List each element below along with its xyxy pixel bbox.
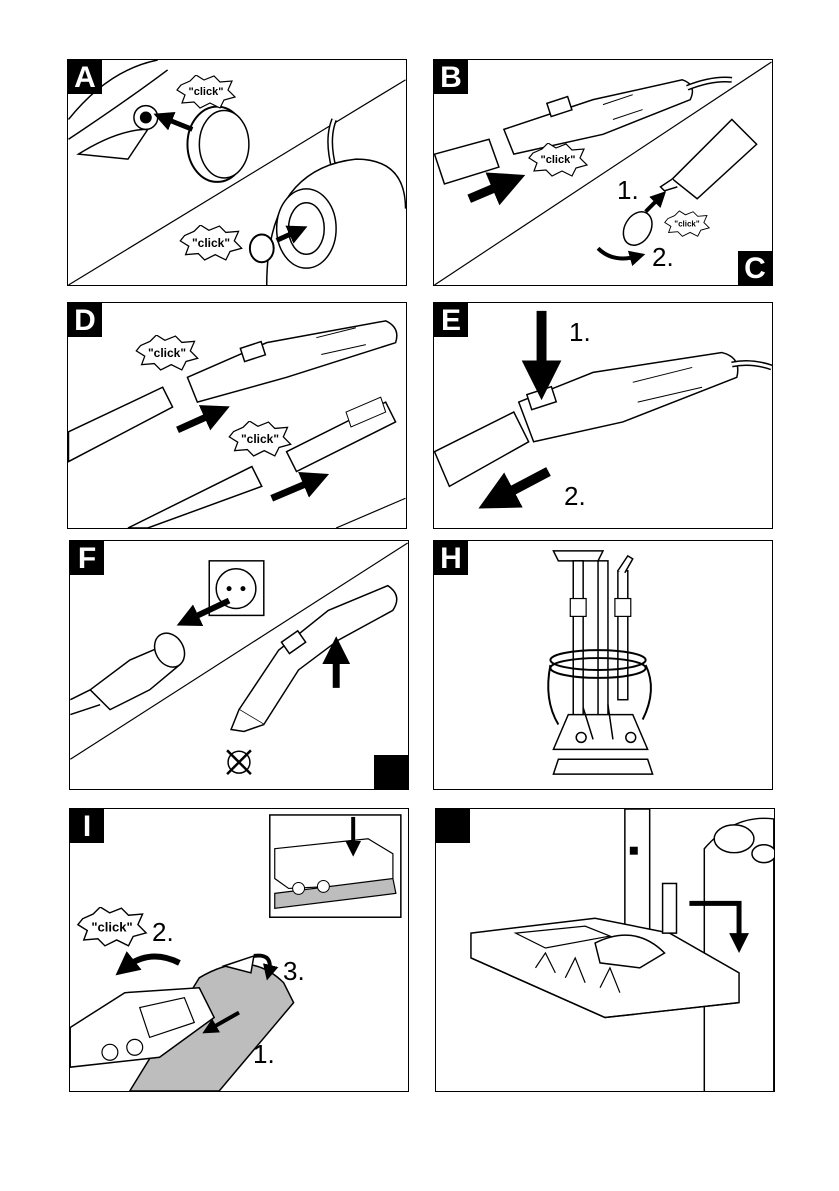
click-burst-2: "click" — [664, 210, 710, 238]
panel-d-illustration — [68, 320, 406, 528]
step-2-label: 2. — [652, 242, 674, 272]
panel-e-illustration — [434, 310, 772, 509]
panel-i-label: I — [70, 809, 104, 843]
panel-e-label: E — [434, 303, 468, 337]
step-1-label: 1. — [617, 175, 639, 205]
panel-a: A "click" "click" — [67, 59, 407, 286]
panel-f-corner-block — [374, 755, 408, 789]
click-burst-2: "click" — [178, 225, 244, 261]
panel-b-illustration — [434, 61, 772, 285]
panel-f-illustration — [70, 542, 408, 775]
click-burst-1: "click" — [527, 143, 589, 177]
panel-j — [435, 808, 775, 1092]
click-burst-1: "click" — [133, 335, 201, 371]
step-2-label: 2. — [564, 481, 586, 511]
click-burst-2: "click" — [226, 421, 294, 457]
step-1-label: 1. — [569, 317, 591, 347]
panel-a-label: A — [68, 60, 102, 94]
panel-h-illustration — [547, 550, 654, 775]
step-2-label: 2. — [152, 917, 174, 947]
panel-j-illustration — [470, 809, 774, 1091]
click-burst-1: "click" — [176, 75, 236, 109]
panel-b: B C "click" "click" 1. 2. — [433, 59, 773, 286]
step-1-label: 1. — [253, 1039, 275, 1069]
panel-j-label — [436, 809, 470, 843]
click-burst-1: "click" — [76, 907, 148, 947]
panel-i-illustration — [70, 814, 402, 1091]
panel-h: H — [433, 540, 773, 790]
step-3-label: 3. — [283, 956, 305, 986]
panel-e: E 1. 2. — [433, 302, 773, 529]
panel-i: I "click" 2. 3. 1. — [69, 808, 409, 1092]
panel-f: F — [69, 540, 409, 790]
panel-d-label: D — [68, 303, 102, 337]
panel-h-label: H — [434, 541, 468, 575]
panel-d: D "click" "click" — [67, 302, 407, 529]
panel-b-label: B — [434, 60, 468, 94]
panel-c-label: C — [738, 251, 772, 285]
panel-f-label: F — [70, 541, 104, 575]
